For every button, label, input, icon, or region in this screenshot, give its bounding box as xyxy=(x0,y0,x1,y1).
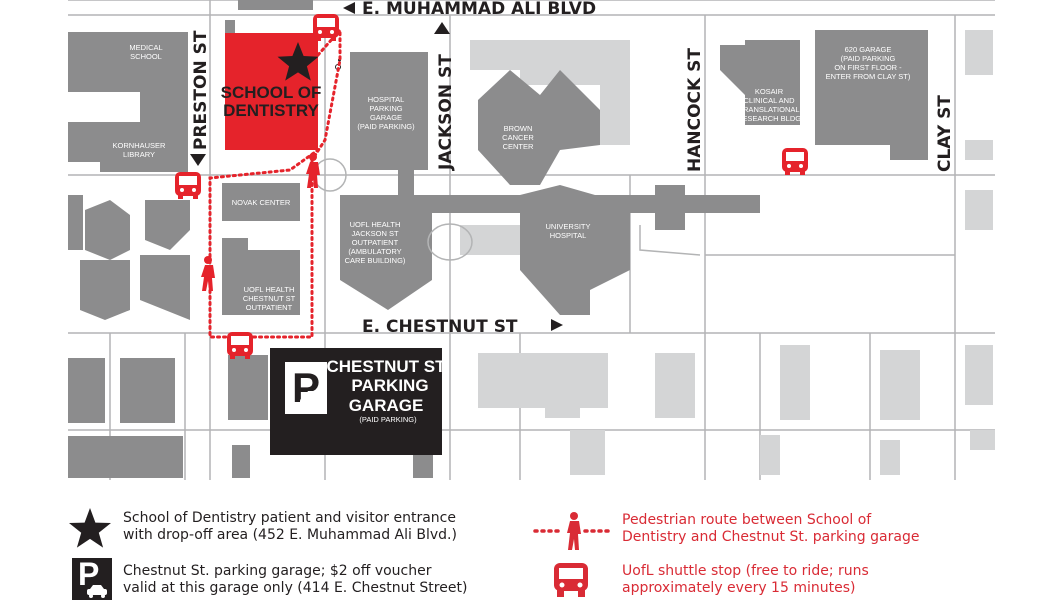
car-icon xyxy=(87,585,107,598)
brown-cancer-label-3: CENTER xyxy=(503,142,534,151)
medical-school-building xyxy=(68,32,188,92)
medical-school-label-1: MEDICAL xyxy=(129,43,162,52)
street-preston: PRESTON ST xyxy=(191,30,211,150)
pedestrian-icon xyxy=(201,256,215,291)
brown-cancer-label-1: BROWN xyxy=(504,124,533,133)
uofl-chestnut-building xyxy=(222,238,300,315)
university-hospital-building xyxy=(520,185,630,315)
620-garage-label-1: 620 GARAGE xyxy=(845,45,892,54)
medical-school-label-2: SCHOOL xyxy=(130,52,162,61)
street-labels: E. MUHAMMAD ALI BLVD JACKSON ST PRESTON … xyxy=(190,0,955,337)
bus-icon[interactable] xyxy=(782,148,808,175)
uofl-jackson-label-3: OUTPATIENT xyxy=(352,238,399,247)
street-jackson: JACKSON ST xyxy=(436,54,456,171)
kornhauser-label-2: LIBRARY xyxy=(123,150,155,159)
pedestrian-route-icon xyxy=(533,512,613,550)
bus-icon xyxy=(554,563,588,597)
pedestrian-icon xyxy=(567,512,581,550)
bus-icon[interactable] xyxy=(227,332,253,359)
bus-icon[interactable] xyxy=(313,14,339,41)
map-legend: School of Dentistry patient and visitor … xyxy=(0,490,1060,600)
brown-cancer-label-2: CANCER xyxy=(502,133,534,142)
kosair-label-2: CLINICAL AND xyxy=(744,96,796,105)
uofl-jackson-label-1: UOFL HEALTH xyxy=(350,220,401,229)
hospital-garage-label-1: HOSPITAL xyxy=(368,95,405,104)
building-labels: MEDICAL SCHOOL KORNHAUSER LIBRARY NOVAK … xyxy=(113,43,911,312)
legend-shuttle: UofL shuttle stop (free to ride; runs ap… xyxy=(622,563,869,596)
uofl-jackson-label-5: CARE BUILDING) xyxy=(345,256,406,265)
garage-note: (PAID PARKING) xyxy=(359,415,417,424)
hospital-garage-label-3: GARAGE xyxy=(370,113,402,122)
uofl-chestnut-label-2: CHESTNUT ST xyxy=(243,294,296,303)
uofl-jackson-building xyxy=(340,195,432,310)
star-icon xyxy=(69,508,111,548)
pedestrian-route xyxy=(208,26,342,339)
street-clay: CLAY ST xyxy=(935,95,955,172)
620-garage-label-4: ENTER FROM CLAY ST) xyxy=(826,72,911,81)
uofl-chestnut-label-3: OUTPATIENT xyxy=(246,303,293,312)
street-hancock: HANCOCK ST xyxy=(685,48,705,172)
kosair-building xyxy=(720,40,800,125)
dentistry-label-2: DENTISTRY xyxy=(223,101,319,120)
university-hospital-label-2: HOSPITAL xyxy=(550,231,587,240)
kornhauser-library-building xyxy=(100,122,188,172)
novak-label: NOVAK CENTER xyxy=(232,198,291,207)
garage-label-1: CHESTNUT ST xyxy=(327,357,447,376)
legend-entrance: School of Dentistry patient and visitor … xyxy=(123,510,457,543)
arrow-icon xyxy=(343,2,355,14)
chestnut-parking-garage[interactable]: P CHESTNUT ST PARKING GARAGE (PAID PARKI… xyxy=(270,348,446,455)
novak-center-building xyxy=(222,183,300,221)
620-garage-label-3: ON FIRST FLOOR - xyxy=(834,63,902,72)
university-hospital-label-1: UNIVERSITY xyxy=(545,222,590,231)
arrow-icon xyxy=(551,319,563,331)
parking-icon: P xyxy=(72,556,112,600)
uofl-jackson-label-2: JACKSON ST xyxy=(351,229,399,238)
kosair-label-4: RESEARCH BLDG xyxy=(737,114,801,123)
light-buildings xyxy=(460,30,995,475)
bus-icon[interactable] xyxy=(175,172,201,199)
hospital-garage-building xyxy=(350,52,428,170)
hospital-garage-label-2: PARKING xyxy=(369,104,402,113)
pedestrian-icon xyxy=(306,153,320,188)
car-icon xyxy=(300,391,326,413)
kornhauser-label-1: KORNHAUSER xyxy=(113,141,167,150)
street-muhammad-ali: E. MUHAMMAD ALI BLVD xyxy=(362,0,596,19)
star-icon[interactable] xyxy=(277,42,319,81)
hospital-garage-label-4: (PAID PARKING) xyxy=(357,122,415,131)
street-chestnut: E. CHESTNUT ST xyxy=(362,317,518,337)
arrow-icon xyxy=(190,154,206,166)
garage-label-3: GARAGE xyxy=(349,396,424,415)
kosair-label-3: TRANSLATIONAL xyxy=(738,105,799,114)
brown-cancer-building xyxy=(478,70,600,185)
kosair-label-1: KOSAIR xyxy=(755,87,784,96)
uofl-chestnut-label-1: UOFL HEALTH xyxy=(244,285,295,294)
uofl-jackson-label-4: (AMBULATORY xyxy=(348,247,401,256)
garage-label-2: PARKING xyxy=(351,376,428,395)
legend-pedestrian: Pedestrian route between School of Denti… xyxy=(622,512,920,545)
legend-garage: Chestnut St. parking garage; $2 off vouc… xyxy=(123,563,468,596)
campus-map: SCHOOL OF DENTISTRY xyxy=(68,0,995,480)
buildings xyxy=(68,0,928,478)
620-garage-building xyxy=(815,30,928,160)
school-of-dentistry[interactable]: SCHOOL OF DENTISTRY xyxy=(221,33,322,150)
dentistry-label-1: SCHOOL OF xyxy=(221,83,322,102)
620-garage-label-2: (PAID PARKING xyxy=(841,54,896,63)
arrow-icon xyxy=(434,22,450,34)
